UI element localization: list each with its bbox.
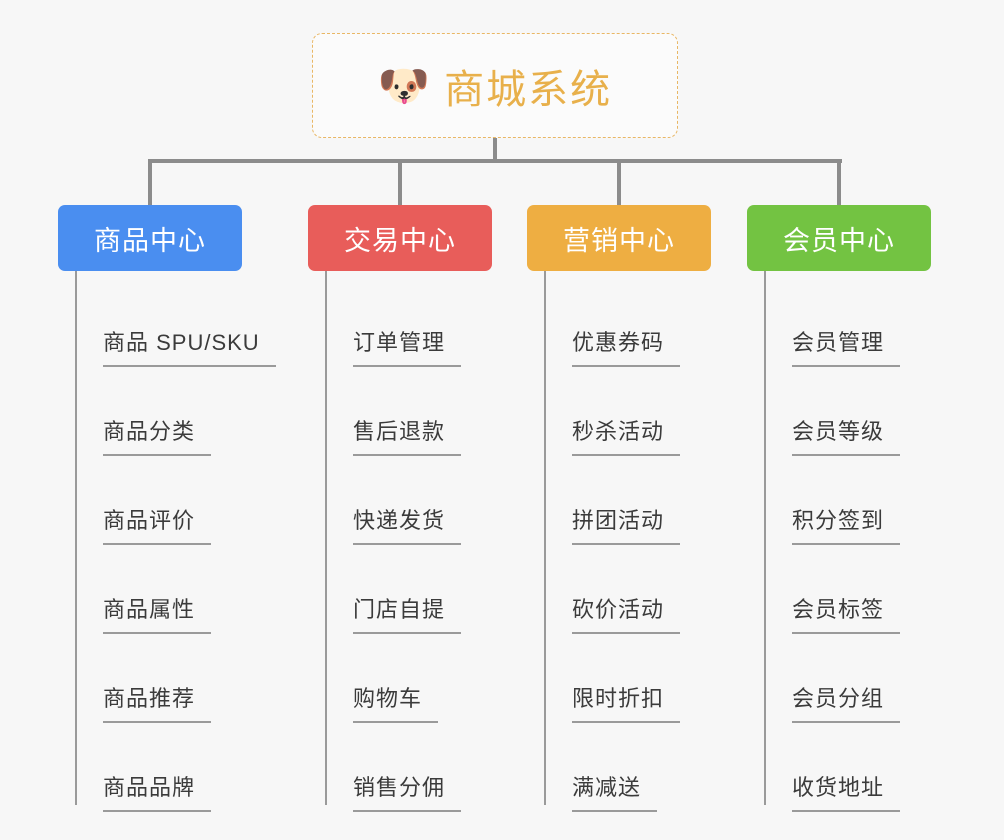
leaf-item[interactable]: 销售分佣 [325,723,492,812]
leaf-item-label: 会员分组 [792,681,901,723]
leaf-item[interactable]: 快递发货 [325,456,492,545]
leaf-item[interactable]: 购物车 [325,634,492,723]
leaf-item-label: 商品属性 [103,592,212,634]
leaf-item-label: 优惠券码 [572,325,681,367]
leaf-item[interactable]: 商品推荐 [75,634,242,723]
leaf-item[interactable]: 会员标签 [764,545,931,634]
category-column-member-center: 会员中心会员管理会员等级积分签到会员标签会员分组收货地址 [747,205,931,812]
root-node[interactable]: 🐶 商城系统 [312,33,678,138]
category-label: 营销中心 [563,225,675,256]
leaf-item-label: 会员等级 [792,414,901,456]
connector-drop-trade-center [398,159,402,207]
leaf-item-label: 限时折扣 [572,681,681,723]
leaf-item-label: 砍价活动 [572,592,681,634]
leaf-spine [764,271,766,805]
leaf-item-label: 秒杀活动 [572,414,681,456]
leaf-item[interactable]: 限时折扣 [544,634,711,723]
connector-root-stem [493,138,497,161]
leaf-item-label: 订单管理 [353,325,462,367]
leaf-item-label: 销售分佣 [353,770,462,812]
leaf-item-label: 积分签到 [792,503,901,545]
leaf-item-label: 购物车 [353,681,439,723]
leaf-item[interactable]: 售后退款 [325,367,492,456]
leaf-item[interactable]: 会员分组 [764,634,931,723]
leaf-item[interactable]: 拼团活动 [544,456,711,545]
leaf-item[interactable]: 优惠券码 [544,278,711,367]
shiba-dog-face-icon: 🐶 [377,61,431,109]
category-label: 交易中心 [344,225,456,256]
leaf-spine [75,271,77,805]
leaf-item[interactable]: 秒杀活动 [544,367,711,456]
leaf-item[interactable]: 会员管理 [764,278,931,367]
leaf-item[interactable]: 商品属性 [75,545,242,634]
leaf-item[interactable]: 商品品牌 [75,723,242,812]
leaf-item[interactable]: 收货地址 [764,723,931,812]
root-title: 商城系统 [444,67,613,112]
category-column-product-center: 商品中心商品 SPU/SKU 商品分类商品评价商品属性商品推荐商品品牌 [58,205,276,812]
leaf-item[interactable]: 门店自提 [325,545,492,634]
leaf-list-marketing-center: 优惠券码秒杀活动拼团活动砍价活动限时折扣满减送 [544,271,711,812]
connector-drop-marketing-center [617,159,621,207]
leaf-item-label: 商品 SPU/SKU [103,325,276,367]
leaf-item-label: 售后退款 [353,414,462,456]
leaf-list-product-center: 商品 SPU/SKU 商品分类商品评价商品属性商品推荐商品品牌 [75,271,276,812]
leaf-item-label: 快递发货 [353,503,462,545]
leaf-item[interactable]: 商品分类 [75,367,242,456]
leaf-item-label: 会员管理 [792,325,901,367]
leaf-item-label: 门店自提 [353,592,462,634]
leaf-item-label: 商品品牌 [103,770,212,812]
leaf-spine [544,271,546,805]
leaf-item[interactable]: 会员等级 [764,367,931,456]
leaf-item[interactable]: 满减送 [544,723,711,812]
leaf-item-label: 收货地址 [792,770,901,812]
category-header-marketing-center[interactable]: 营销中心 [527,205,711,271]
leaf-item[interactable]: 商品 SPU/SKU [75,278,276,367]
category-header-trade-center[interactable]: 交易中心 [308,205,492,271]
category-label: 商品中心 [94,225,206,256]
leaf-spine [325,271,327,805]
leaf-item[interactable]: 砍价活动 [544,545,711,634]
category-column-trade-center: 交易中心订单管理售后退款快递发货门店自提购物车销售分佣 [308,205,492,812]
category-label: 会员中心 [783,225,895,256]
leaf-item-label: 拼团活动 [572,503,681,545]
leaf-item-label: 商品分类 [103,414,212,456]
leaf-item[interactable]: 订单管理 [325,278,492,367]
category-header-product-center[interactable]: 商品中心 [58,205,242,271]
leaf-item[interactable]: 积分签到 [764,456,931,545]
category-column-marketing-center: 营销中心优惠券码秒杀活动拼团活动砍价活动限时折扣满减送 [527,205,711,812]
leaf-item-label: 满减送 [572,770,658,812]
connector-drop-member-center [837,159,841,207]
leaf-list-member-center: 会员管理会员等级积分签到会员标签会员分组收货地址 [764,271,931,812]
leaf-item-label: 商品评价 [103,503,212,545]
leaf-item-label: 商品推荐 [103,681,212,723]
connector-drop-product-center [148,159,152,207]
leaf-list-trade-center: 订单管理售后退款快递发货门店自提购物车销售分佣 [325,271,492,812]
category-header-member-center[interactable]: 会员中心 [747,205,931,271]
leaf-item[interactable]: 商品评价 [75,456,242,545]
connector-horizontal-bus [148,159,842,163]
leaf-item-label: 会员标签 [792,592,901,634]
